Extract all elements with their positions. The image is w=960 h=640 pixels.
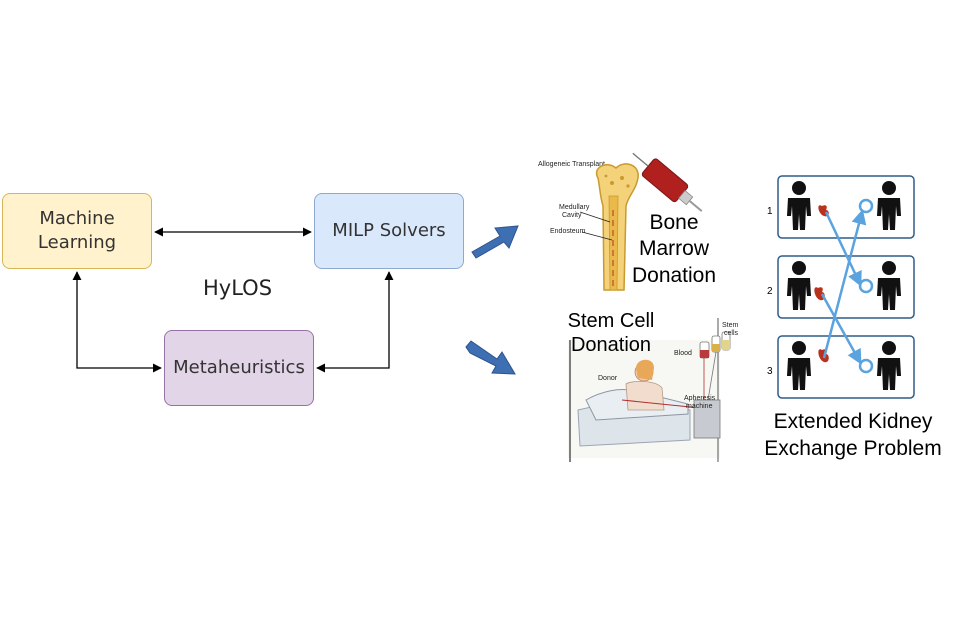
syringe-icon <box>632 152 703 212</box>
bone-label-line3: Donation <box>631 263 717 287</box>
bone-label-line2: Marrow <box>638 237 709 261</box>
kidney-exchange-label: Extended Kidney Exchange Problem <box>748 408 958 463</box>
stem-label-line2: Donation <box>570 333 652 356</box>
metaheuristics-node: Metaheuristics <box>164 330 314 406</box>
stem-label-line1: Stem Cell <box>567 310 655 332</box>
machine-learning-label-line1: Machine <box>39 207 115 229</box>
pair-number-3: 3 <box>767 366 773 377</box>
hylos-label: HyLOS <box>203 276 273 300</box>
bone-figure-medullary-1: Medullary <box>559 204 590 211</box>
kidney-icon-2 <box>814 287 825 301</box>
machine-learning-label-line2: Learning <box>37 232 117 253</box>
apheresis-machine <box>693 399 721 439</box>
stem-figure-blood: Blood <box>674 350 692 357</box>
stem-figure-apheresis-2: machine <box>686 403 713 410</box>
ml-meta-connector <box>72 271 162 373</box>
recipient-slot-3 <box>858 358 874 374</box>
bone-figure-medullary-2: Cavity <box>562 212 582 219</box>
metaheuristics-label: Metaheuristics <box>173 356 305 378</box>
kidney-label-line1: Extended Kidney <box>773 410 933 433</box>
pair-number-2: 2 <box>767 286 773 297</box>
exchange-link-1-2 <box>824 211 862 287</box>
exchange-link-2-3 <box>820 293 862 365</box>
bone-marrow-donation-label: Bone Marrow Donation <box>610 210 738 289</box>
bone-figure-endosteum: Endosteum <box>550 228 586 235</box>
bone-figure-header: Allogeneic Transplant <box>538 161 605 168</box>
stem-figure-apheresis-1: Apheresis <box>684 395 716 402</box>
milp-solvers-node: MILP Solvers <box>314 193 464 269</box>
bone-label-line1: Bone <box>649 211 699 234</box>
milp-meta-connector <box>316 271 394 373</box>
kidney-pair-panel-1 <box>777 175 915 239</box>
stem-cell-donation-label: Stem Cell Donation <box>556 310 666 357</box>
flow-arrow-upper <box>471 225 519 259</box>
milp-solvers-label: MILP Solvers <box>332 219 446 241</box>
stem-figure-donor: Donor <box>598 375 618 382</box>
flow-arrow-lower <box>465 340 516 375</box>
pair-number-1: 1 <box>767 206 773 217</box>
machine-learning-node: Machine Learning <box>2 193 152 269</box>
exchange-link-3-1 <box>822 209 867 359</box>
kidney-label-line2: Exchange Problem <box>764 437 942 461</box>
stem-figure-stemcells-2: cells <box>724 330 739 337</box>
stem-figure-stemcells-1: Stem <box>722 322 739 329</box>
